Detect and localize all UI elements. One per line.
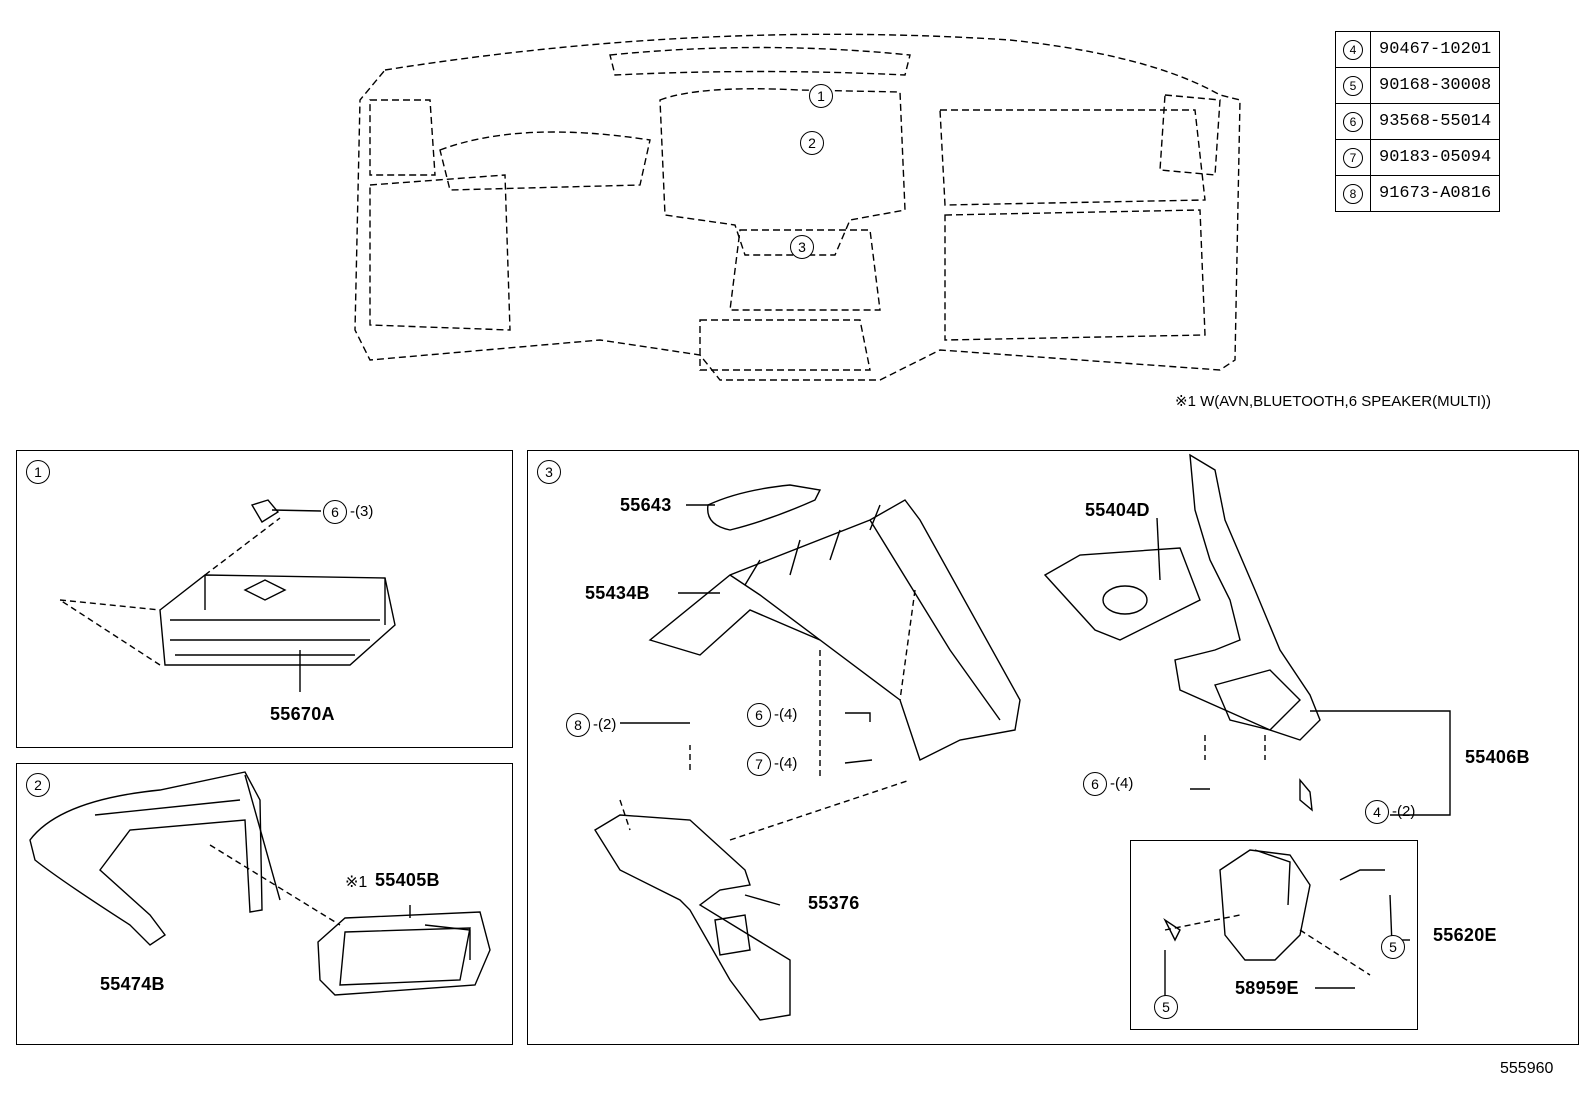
- part-label-55434b: 55434B: [585, 583, 650, 603]
- ref-number: 4: [1343, 39, 1363, 60]
- display-55405b-drawing: [317, 905, 491, 996]
- detail-panel-1: [16, 450, 513, 748]
- detail-panel-3: [527, 450, 1579, 1045]
- ref-number: 5: [1343, 75, 1363, 96]
- ref-number: 7: [1343, 147, 1363, 168]
- part-label-55670a: 55670A: [270, 704, 335, 724]
- leader-lines: [271, 504, 1451, 1000]
- fastener-ref-6: 6: [747, 703, 771, 727]
- fastener-ref-4: 4: [1365, 800, 1389, 824]
- part-label-55406b: 55406B: [1465, 747, 1530, 767]
- diagram-id: 555960: [1500, 1060, 1554, 1077]
- parts-row: 8 91673-A0816: [1335, 175, 1501, 212]
- parts-table: 4 90467-10201 5 90168-30008 6 93568-5501…: [1335, 31, 1501, 212]
- callout-3: 3: [790, 235, 814, 259]
- fastener-qty: -(4): [774, 706, 798, 723]
- ref-number: 8: [1343, 183, 1363, 204]
- fastener-qty: -(3): [350, 503, 374, 520]
- fastener-ref-5: 5: [1381, 935, 1405, 959]
- part-number: 91673-A0816: [1369, 175, 1501, 212]
- fastener-qty: -(2): [1392, 803, 1416, 820]
- fastener-qty: -(2): [593, 716, 617, 733]
- cup-holder-subpanel: [1130, 840, 1418, 1030]
- panel-1-number: 1: [26, 460, 50, 484]
- fastener-ref-6: 6: [323, 500, 347, 524]
- fastener-ref-6: 6: [1083, 772, 1107, 796]
- fastener-qty: -(4): [1110, 775, 1134, 792]
- panel-3-number: 3: [537, 460, 561, 484]
- finish-panel-55474b-drawing: [29, 771, 341, 946]
- panel-2-number: 2: [26, 773, 50, 797]
- part-number: 93568-55014: [1369, 103, 1501, 140]
- callout-1: 1: [809, 84, 833, 108]
- part-label-55620e: 55620E: [1433, 925, 1497, 945]
- part-label-55405b: 55405B: [375, 870, 440, 890]
- parts-row: 5 90168-30008: [1335, 67, 1501, 104]
- ref-number: 6: [1343, 111, 1363, 132]
- part-label-55404d: 55404D: [1085, 500, 1150, 520]
- detail-panel-2: [16, 763, 513, 1045]
- variant-note: ※1 W(AVN,BLUETOOTH,6 SPEAKER(MULTI)): [1175, 393, 1491, 410]
- fastener-qty: -(4): [774, 755, 798, 772]
- fastener-ref-7: 7: [747, 752, 771, 776]
- instrument-panel-overview: [354, 33, 1241, 381]
- fastener-ref-8: 8: [566, 713, 590, 737]
- console-parts-drawing: [594, 453, 1321, 1021]
- cup-holder-55620e-drawing: [1163, 849, 1385, 976]
- callout-2: 2: [800, 131, 824, 155]
- parts-row: 6 93568-55014: [1335, 103, 1501, 140]
- parts-row: 4 90467-10201: [1335, 31, 1501, 68]
- fastener-ref-5: 5: [1154, 995, 1178, 1019]
- parts-row: 7 90183-05094: [1335, 139, 1501, 176]
- variant-mark: ※1: [345, 874, 368, 891]
- part-label-55376: 55376: [808, 893, 860, 913]
- part-number: 90168-30008: [1369, 67, 1501, 104]
- part-number: 90183-05094: [1369, 139, 1501, 176]
- part-label-55643: 55643: [620, 495, 672, 515]
- part-number: 90467-10201: [1369, 31, 1501, 68]
- part-label-58959e: 58959E: [1235, 978, 1299, 998]
- part-label-55474b: 55474B: [100, 974, 165, 994]
- register-55670a-drawing: [59, 499, 396, 692]
